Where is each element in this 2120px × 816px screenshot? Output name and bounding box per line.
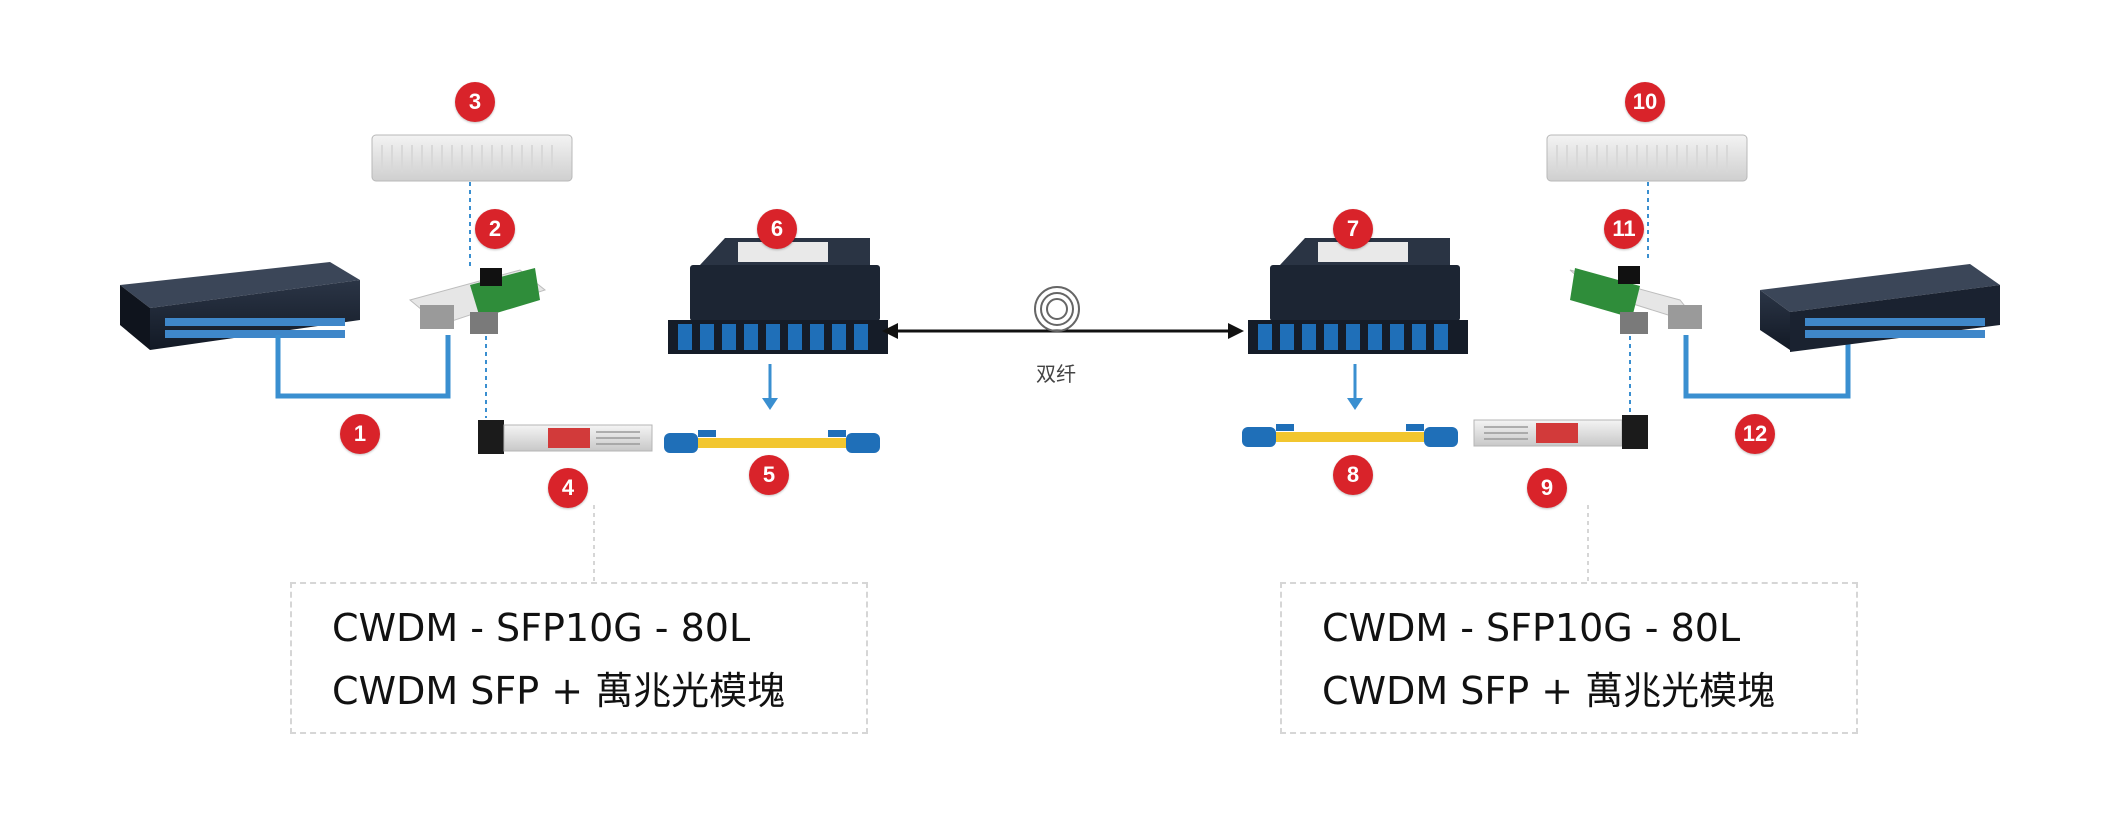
badge-1: 1 [340, 414, 380, 454]
badge-8: 8 [1333, 455, 1373, 495]
badge-5: 5 [749, 455, 789, 495]
cwdm-mux-icon [668, 238, 888, 354]
callout-right-line2: CWDM SFP + 萬兆光模塊 [1322, 669, 1776, 713]
chassis-icon [371, 134, 573, 182]
callout-left-line2: CWDM SFP + 萬兆光模塊 [332, 669, 786, 713]
chassis-icon [1546, 134, 1748, 182]
lc-patch-cord-icon [1242, 424, 1458, 447]
media-converter-card-icon [408, 268, 547, 334]
media-converter-card-icon [1569, 266, 1702, 334]
sfp-module-icon [1473, 415, 1648, 449]
badge-3: 3 [455, 82, 495, 122]
badge-4: 4 [548, 468, 588, 508]
ethernet-switch-icon [1760, 264, 2000, 352]
badge-7: 7 [1333, 209, 1373, 249]
fiber-coil-icon [1034, 286, 1080, 332]
callout-right-line1: CWDM - SFP10G - 80L [1322, 606, 1741, 650]
cwdm-mux-icon [1248, 238, 1468, 354]
callout-right: CWDM - SFP10G - 80L CWDM SFP + 萬兆光模塊 [1280, 582, 1858, 734]
fiber-label: 双纤 [1036, 362, 1076, 386]
badge-11: 11 [1604, 209, 1644, 249]
callout-left-line1: CWDM - SFP10G - 80L [332, 606, 751, 650]
callout-left: CWDM - SFP10G - 80L CWDM SFP + 萬兆光模塊 [290, 582, 868, 734]
lc-patch-cord-icon [664, 430, 880, 453]
sfp-module-icon [478, 420, 653, 454]
ethernet-switch-icon [120, 262, 360, 350]
badge-6: 6 [757, 209, 797, 249]
badge-9: 9 [1527, 468, 1567, 508]
badge-10: 10 [1625, 82, 1665, 122]
badge-12: 12 [1735, 414, 1775, 454]
badge-2: 2 [475, 209, 515, 249]
